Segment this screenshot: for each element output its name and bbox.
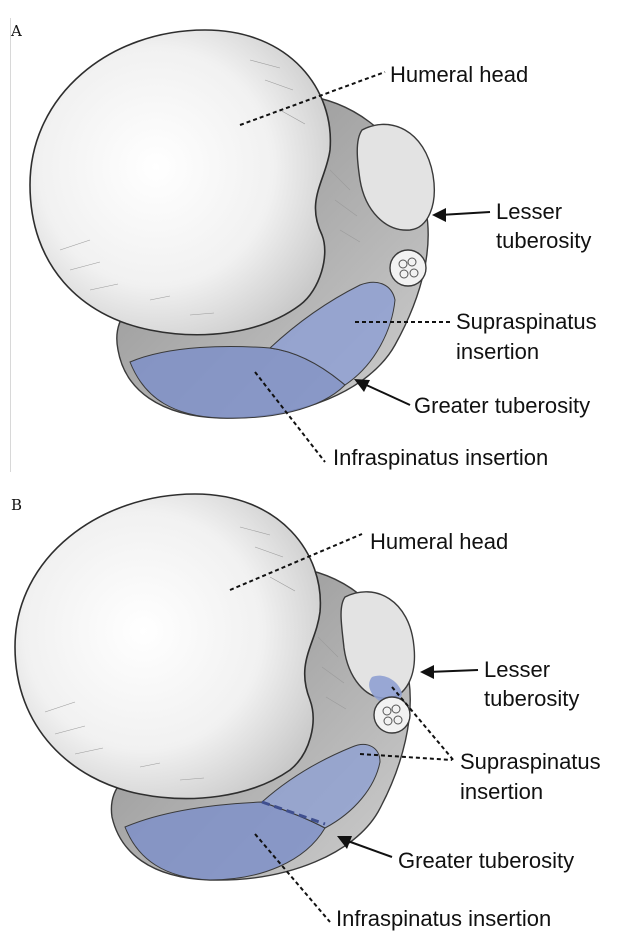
lesser-tuberosity-arrow-line [440,212,490,215]
panel-a: A [0,0,624,472]
label-infraspinatus: Infraspinatus insertion [336,905,551,932]
label-lesser-line2: tuberosity [484,685,579,712]
label-supraspinatus-line1: Supraspinatus [460,748,601,775]
panel-b: B [0,472,624,936]
tendon-cross-section [374,697,410,733]
humeral-head-shape [15,494,320,799]
label-lesser-line1: Lesser [496,198,562,225]
label-greater-tuberosity: Greater tuberosity [414,392,590,419]
label-humeral-head: Humeral head [390,61,528,88]
greater-tuberosity-arrow-line [362,383,410,405]
humeral-head-shape [30,30,330,335]
label-supraspinatus-line2: insertion [460,778,543,805]
label-lesser-line1: Lesser [484,656,550,683]
label-infraspinatus: Infraspinatus insertion [333,444,548,471]
lesser-arrowhead [420,665,434,679]
lesser-tuberosity-arrow-line [428,670,478,672]
lesser-arrowhead [432,208,446,222]
label-greater-tuberosity: Greater tuberosity [398,847,574,874]
tendon-cross-section [390,250,426,286]
label-supraspinatus-line2: insertion [456,338,539,365]
label-humeral-head: Humeral head [370,528,508,555]
greater-tuberosity-arrow-line [345,840,392,857]
label-lesser-line2: tuberosity [496,227,591,254]
label-supraspinatus-line1: Supraspinatus [456,308,597,335]
